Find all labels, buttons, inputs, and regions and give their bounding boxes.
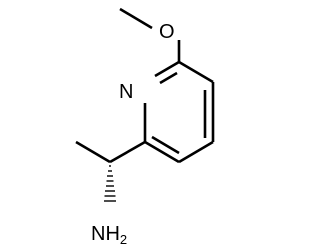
bond-n1-c6-inner [159, 71, 178, 85]
bond-n1-c6-outer [154, 60, 180, 78]
bond-c6-c5 [178, 60, 214, 84]
hashed-wedge-bond [104, 165, 116, 202]
bond-chiral-carbon-methyl [75, 140, 111, 164]
amine-subscript: 2 [120, 232, 127, 247]
bond-methyl-oxygen [119, 7, 153, 30]
methoxy-group [119, 7, 181, 62]
amine-atom-label: NH2 [91, 223, 127, 247]
bond-c4-c3 [178, 140, 214, 164]
bond-c3-c2-outer [144, 140, 180, 164]
molecule-structure: O N NH2 [75, 7, 215, 247]
bond-c3-c2-inner [151, 135, 180, 155]
ethylamine-group [75, 140, 146, 202]
nitrogen-atom-label: N [119, 81, 133, 103]
bond-ring-chiral-carbon [109, 140, 146, 164]
oxygen-atom-label: O [159, 21, 175, 43]
amine-main-label: NH [91, 223, 120, 245]
pyridine-ring [143, 60, 215, 164]
